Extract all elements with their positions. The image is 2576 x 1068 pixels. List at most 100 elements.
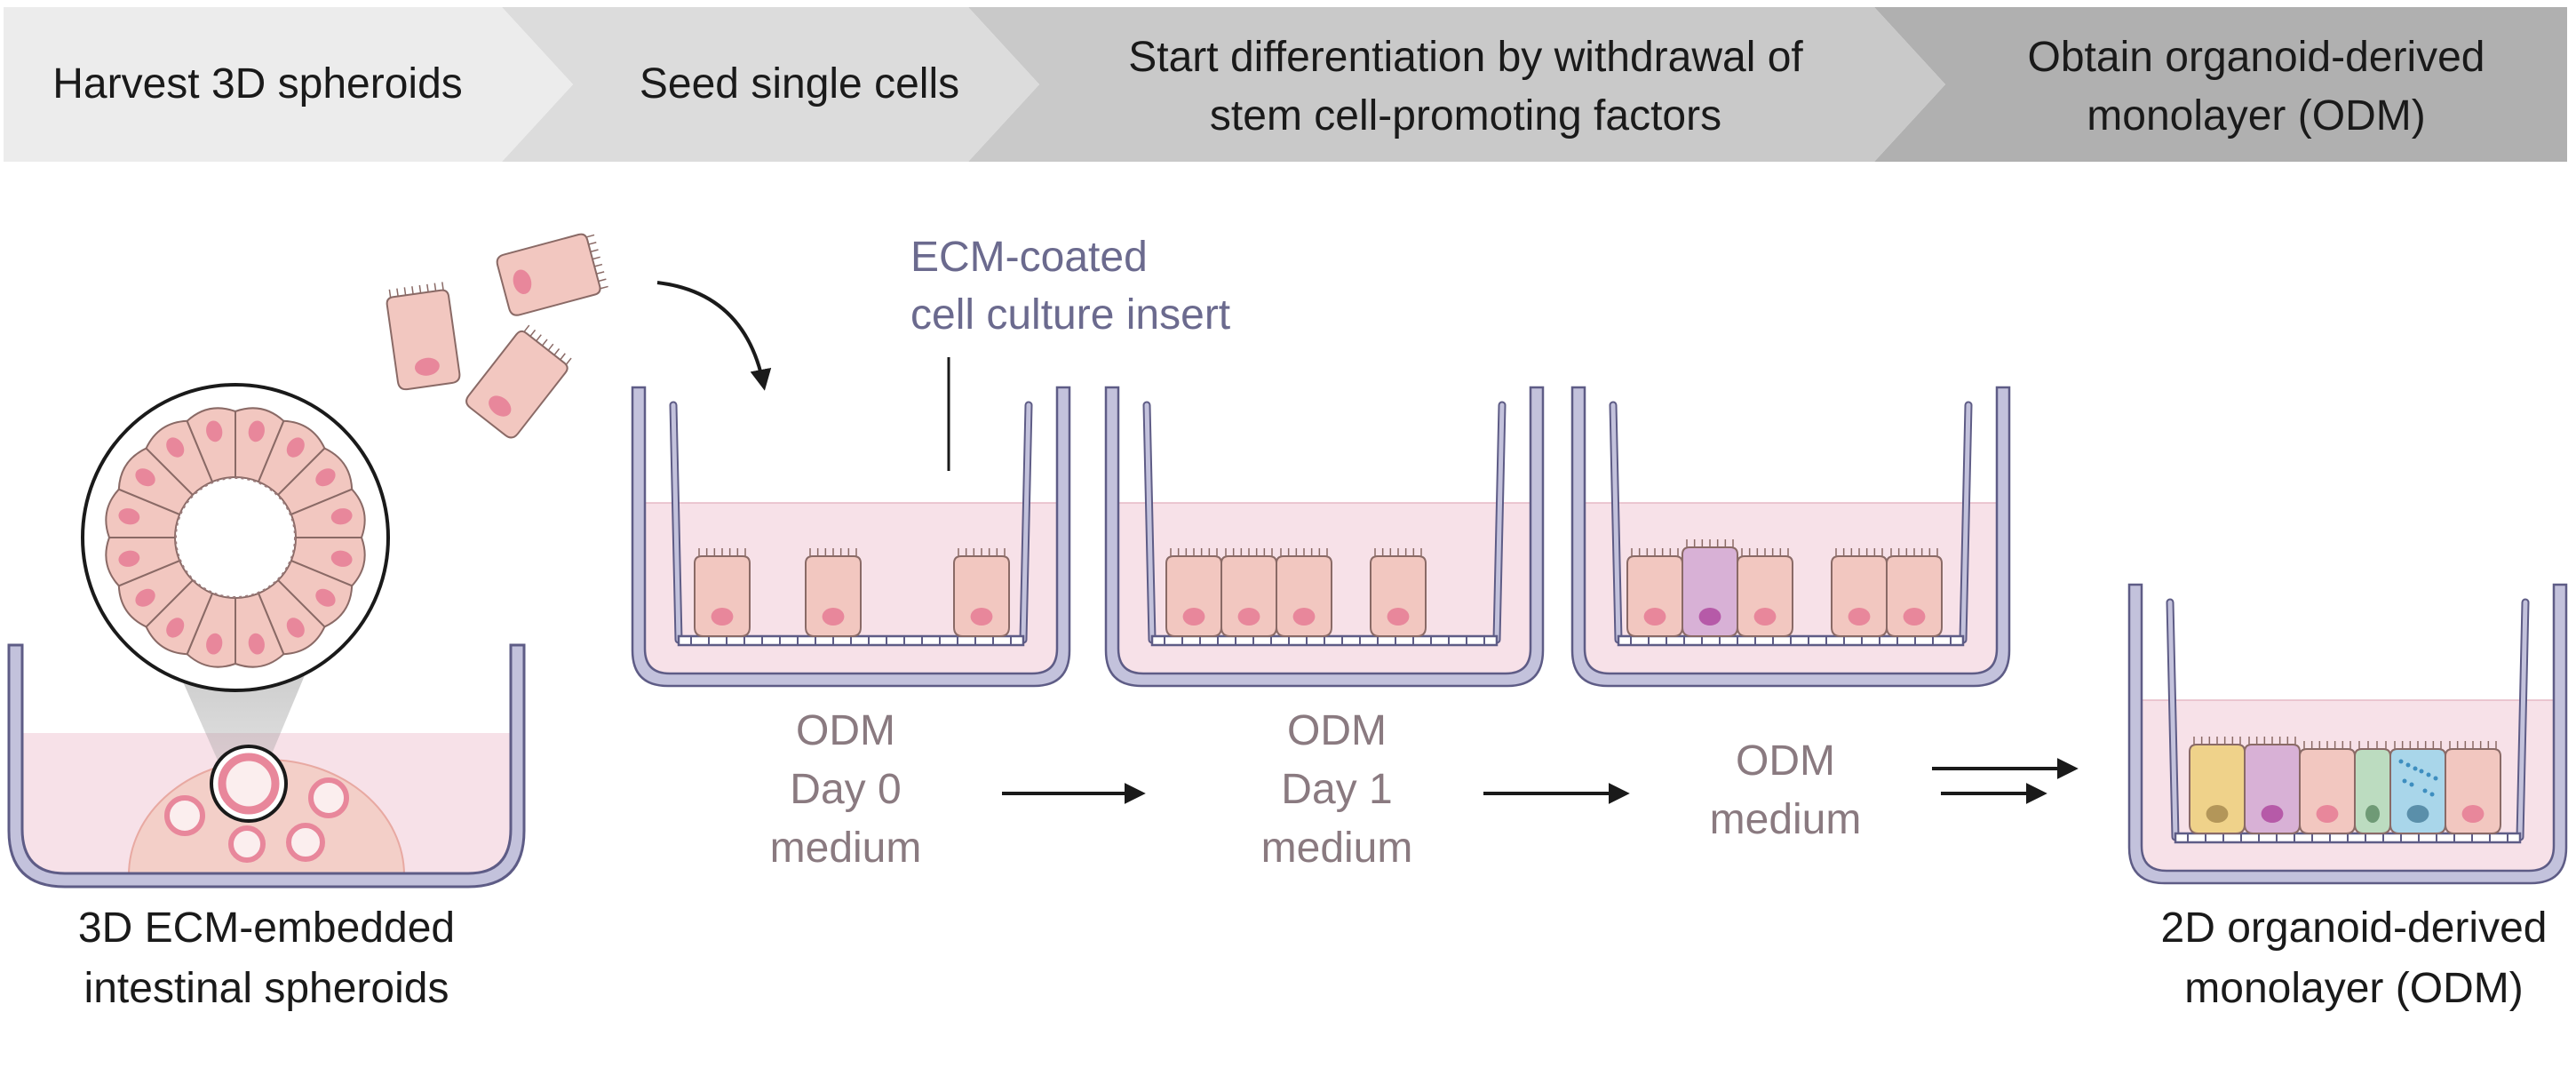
- step-3-label-line1: Start differentiation by withdrawal of: [1128, 34, 1803, 81]
- step-banner-4: [1874, 7, 2567, 162]
- nucleus: [248, 633, 265, 655]
- nucleus: [118, 508, 140, 525]
- odm-medium-line2: medium: [1710, 796, 1862, 843]
- step-4-label-line2: monolayer (ODM): [2087, 92, 2425, 139]
- nucleus: [248, 420, 265, 442]
- single-cell: [496, 233, 608, 316]
- ecm-insert-label-line2: cell culture insert: [910, 291, 1230, 339]
- day1-medium-line1: ODM: [1287, 707, 1387, 754]
- nucleus: [166, 437, 185, 458]
- step-2-label: Seed single cells: [640, 60, 959, 108]
- nucleus: [118, 550, 140, 567]
- nucleus: [166, 618, 185, 638]
- goblet-cell: [2244, 737, 2301, 834]
- nucleus: [315, 468, 336, 487]
- nucleus: [1292, 608, 1316, 626]
- spheroid-cell: [257, 419, 326, 497]
- nucleus: [2261, 805, 2284, 823]
- step-3-label-line2: stem cell-promoting factors: [1210, 92, 1721, 139]
- nucleus: [330, 508, 353, 525]
- epithelial-cell: [953, 548, 1010, 637]
- epithelial-cell: [1831, 548, 1888, 637]
- nucleus: [414, 357, 440, 376]
- nucleus: [2461, 805, 2485, 823]
- nucleus: [315, 588, 336, 607]
- well-wall: [631, 386, 1071, 688]
- nucleus: [135, 588, 155, 607]
- well-wall: [1570, 386, 2011, 688]
- nucleus: [711, 608, 734, 626]
- ecm-insert-label-line1: ECM-coated: [910, 234, 1148, 281]
- nucleus: [1753, 608, 1777, 626]
- spheroids-label-line1: 3D ECM-embedded: [78, 905, 455, 952]
- well-wall: [1104, 386, 1545, 688]
- seeding-arrow: [656, 281, 772, 391]
- epithelial-cell: [1370, 548, 1427, 637]
- epithelial-cell: [1276, 548, 1332, 637]
- enteroendocrine-cell: [2354, 741, 2391, 834]
- insert-well-day1: [1104, 386, 1545, 688]
- spheroid-cell: [235, 407, 285, 483]
- day0-medium-line1: ODM: [796, 707, 895, 754]
- nucleus: [286, 618, 305, 638]
- spheroid-cell: [145, 578, 214, 656]
- nucleus: [135, 468, 155, 487]
- epithelial-cell: [1626, 548, 1683, 637]
- nucleus: [489, 395, 512, 417]
- nucleus: [2316, 805, 2339, 823]
- epithelial-cell: [1737, 548, 1793, 637]
- single-cell: [386, 282, 461, 391]
- protocol-step-banner: Harvest 3D spheroids Seed single cells S…: [4, 7, 2567, 162]
- insert-well-differentiation: [1570, 386, 2011, 688]
- day0-medium-line2: Day 0: [790, 766, 901, 813]
- single-cell-body: [386, 282, 461, 391]
- epithelial-cell: [694, 548, 751, 637]
- epithelial-cell: [1165, 548, 1222, 637]
- step-banner-3: [968, 7, 1945, 162]
- spheroids-label-line2: intestinal spheroids: [84, 965, 449, 1012]
- epithelial-cell: [2299, 741, 2356, 834]
- day0-medium-line3: medium: [770, 825, 922, 872]
- result-label-line2: monolayer (ODM): [2184, 965, 2523, 1012]
- single-cell-body: [496, 233, 608, 316]
- insert-well-day0: [631, 386, 1071, 688]
- nucleus: [2365, 805, 2380, 823]
- nucleus: [822, 608, 845, 626]
- odm-medium-line1: ODM: [1736, 737, 1835, 785]
- spheroid-cells: [105, 407, 366, 668]
- nucleus: [1848, 608, 1871, 626]
- nucleus: [1387, 608, 1410, 626]
- nucleus: [206, 420, 223, 442]
- nucleus: [1643, 608, 1666, 626]
- nucleus: [2406, 805, 2429, 823]
- embedded-spheroids: [164, 777, 349, 863]
- nucleus: [286, 437, 305, 458]
- insert-well-odm: [2127, 583, 2568, 885]
- step-4-label-line1: Obtain organoid-derived: [2028, 34, 2485, 81]
- goblet-cell: [1682, 539, 1738, 637]
- step-1-label: Harvest 3D spheroids: [52, 60, 463, 108]
- nucleus: [970, 608, 993, 626]
- spheroid-cell: [186, 592, 236, 668]
- epithelial-cell: [1886, 548, 1943, 637]
- nucleus: [1903, 608, 1926, 626]
- nucleus: [1698, 608, 1721, 626]
- nucleus: [206, 633, 223, 655]
- paneth-cell: [2189, 737, 2246, 834]
- nucleus: [1237, 608, 1260, 626]
- spheroid-cell: [105, 488, 181, 538]
- tuft-cell: [2389, 741, 2446, 834]
- day1-medium-line2: Day 1: [1281, 766, 1392, 813]
- spheroid-cell: [117, 447, 195, 516]
- nucleus: [513, 269, 532, 295]
- single-cell: [465, 324, 572, 439]
- culture-insert-wells: [631, 386, 2568, 885]
- nucleus: [330, 550, 353, 567]
- epithelial-cell: [1220, 548, 1277, 637]
- single-cell-body: [465, 324, 572, 439]
- step-banner-1: [4, 7, 573, 162]
- day1-medium-line3: medium: [1261, 825, 1413, 872]
- nucleus: [1182, 608, 1205, 626]
- epithelial-cell: [2445, 741, 2501, 834]
